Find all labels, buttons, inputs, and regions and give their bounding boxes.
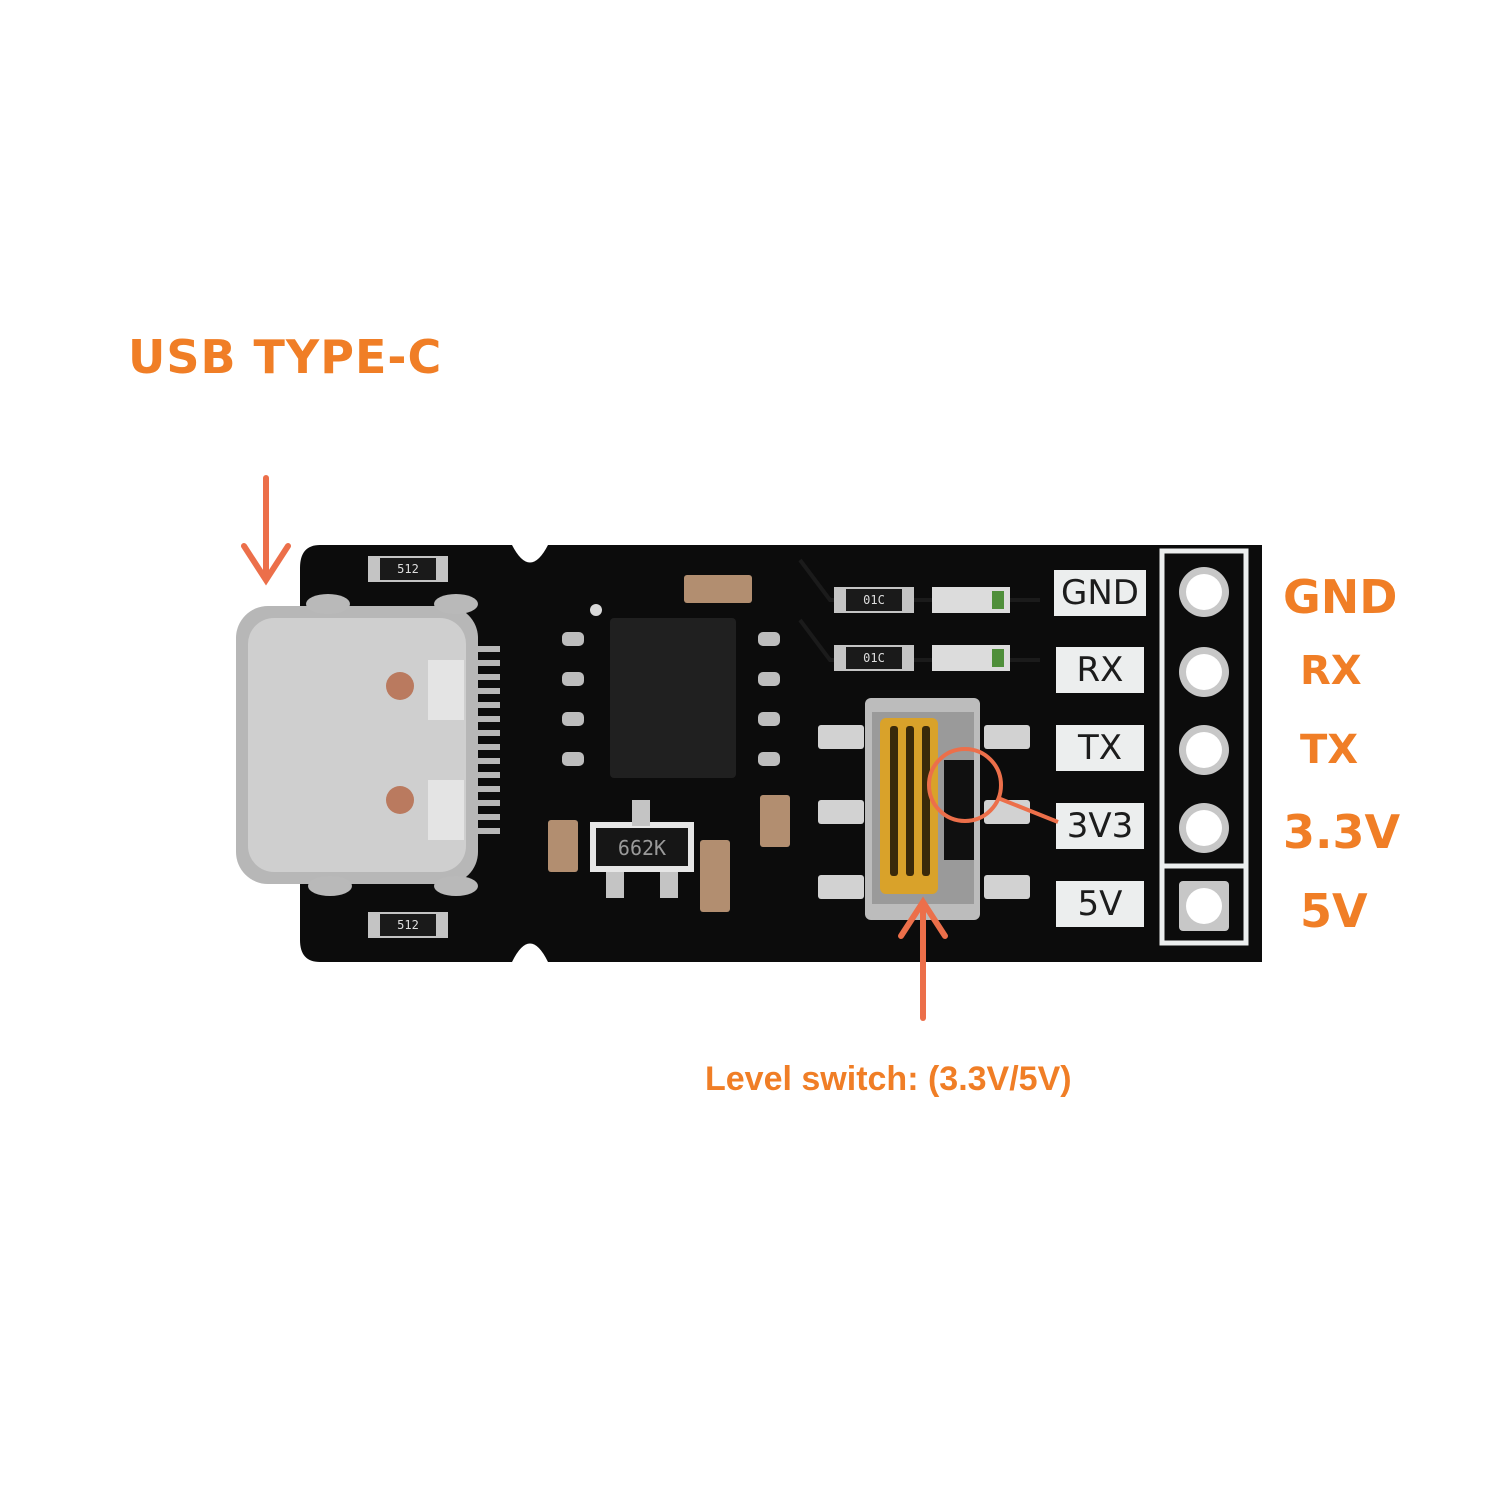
- pcb-outline: [300, 545, 1262, 962]
- pin-label-5v: 5V: [1300, 884, 1368, 938]
- arrow-icon: [241, 475, 291, 586]
- pin-header-frame: [1159, 548, 1249, 946]
- silk-box: [1056, 725, 1144, 771]
- pin-header-holes: [1179, 567, 1229, 931]
- resistor-marking: 01C: [846, 589, 902, 611]
- usb-type-c-label: USB TYPE-C: [128, 330, 443, 384]
- capacitor: [760, 795, 790, 847]
- highlight-pointer: [997, 796, 1059, 824]
- sot-marking: 662K: [617, 836, 667, 860]
- level-switch-label: Level switch: (3.3V/5V): [705, 1060, 1072, 1098]
- sot23-transistor: [590, 800, 694, 898]
- silk-5v: 5V: [1077, 884, 1123, 924]
- resistor-marking: 01C: [846, 647, 902, 669]
- silk-gnd: GND: [1061, 573, 1139, 613]
- pin-label-tx: TX: [1300, 727, 1359, 773]
- level-slide-switch: [818, 698, 1030, 920]
- resistor-marking: 512: [380, 558, 436, 580]
- pin-label-rx: RX: [1300, 648, 1362, 694]
- usb-c-connector: [236, 594, 478, 896]
- pin-label-3v3: 3.3V: [1283, 805, 1401, 859]
- silk-3v3: 3V3: [1066, 806, 1134, 846]
- silk-box: [1056, 881, 1144, 927]
- capacitor: [548, 820, 578, 872]
- pin-label-gnd: GND: [1283, 570, 1398, 624]
- usb-c-pins: [478, 646, 500, 834]
- silk-rx: RX: [1076, 650, 1124, 690]
- highlight-circle: [927, 747, 1003, 823]
- arrow-icon: [898, 896, 948, 1021]
- capacitor: [684, 575, 752, 603]
- capacitor: [700, 840, 730, 912]
- silk-box: [1056, 803, 1144, 849]
- silk-box: [1056, 647, 1144, 693]
- sop8-chip: [562, 618, 780, 778]
- silk-box: [1054, 570, 1146, 616]
- resistor-marking: 512: [380, 914, 436, 936]
- silk-tx: TX: [1077, 728, 1123, 768]
